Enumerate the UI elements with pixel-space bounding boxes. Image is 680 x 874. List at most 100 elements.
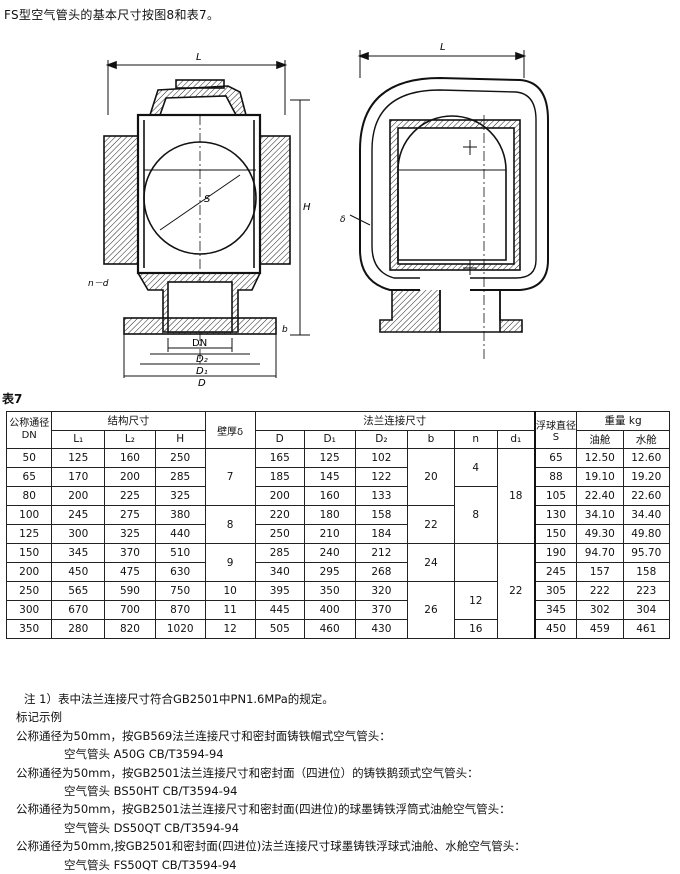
table-row: 125 300 325 440 250 210 184 150 49.30 49… xyxy=(5,524,671,544)
col-L2: L₂ xyxy=(104,429,156,449)
cell-water: 461 xyxy=(622,619,671,639)
cell-oil: 34.10 xyxy=(576,505,624,525)
cell-wall: 9 xyxy=(204,543,256,582)
label-n-d: n－d xyxy=(88,279,109,289)
col-L1: L₁ xyxy=(51,429,106,449)
cell-L1: 345 xyxy=(51,543,106,563)
cell-D: 165 xyxy=(254,448,305,468)
note-line: 空气管头 BS50HT CB/T3594-94 xyxy=(64,784,238,799)
section-heading: FS型空气管头的基本尺寸按图8和表7。 xyxy=(4,8,220,22)
cell-L1: 200 xyxy=(51,486,106,506)
cell-D1: 145 xyxy=(303,467,356,487)
cell-b: 22 xyxy=(407,505,455,544)
cell-oil: 12.50 xyxy=(576,448,624,468)
cell-oil: 302 xyxy=(576,600,624,620)
label-D2: D₂ xyxy=(196,354,208,365)
cell-dn: 250 xyxy=(5,581,53,601)
col-struct: 结构尺寸 xyxy=(51,411,206,431)
cell-D1: 460 xyxy=(303,619,356,639)
cell-D: 220 xyxy=(254,505,305,525)
col-D2: D₂ xyxy=(354,429,409,449)
label-D: D xyxy=(198,378,206,389)
note-line: 公称通径为50mm,按GB2501和密封面(四进位)法兰连接尺寸球墨铸铁浮球式油… xyxy=(16,839,526,854)
cell-H: 440 xyxy=(154,524,206,544)
cell-oil: 49.30 xyxy=(576,524,624,544)
cell-dn: 150 xyxy=(5,543,53,563)
col-dn: 公称通径DN xyxy=(5,411,53,449)
table-row: 250 565 590 750 10 395 350 320 26 12 305… xyxy=(5,581,671,639)
cell-L2: 590 xyxy=(104,581,156,601)
cell-n: 16 xyxy=(453,619,498,639)
cell-L1: 280 xyxy=(51,619,106,639)
cell-dn: 80 xyxy=(5,486,53,506)
cell-b: 20 xyxy=(407,448,455,506)
cell-dn: 65 xyxy=(5,467,53,487)
cell-D2: 158 xyxy=(354,505,409,525)
cell-L2: 160 xyxy=(104,448,156,468)
cell-n: 4 xyxy=(453,448,498,487)
label-DN: DN xyxy=(192,338,207,349)
cell-D: 185 xyxy=(254,467,305,487)
col-b: b xyxy=(407,429,455,449)
cell-H: 325 xyxy=(154,486,206,506)
cell-oil: 157 xyxy=(576,562,624,582)
dimension-table: 公称通径DN 结构尺寸 壁厚δ 法兰连接尺寸 浮球直径S 重量 kg L₁ L₂… xyxy=(5,411,671,639)
col-H: H xyxy=(154,429,206,449)
cell-dn: 100 xyxy=(5,505,53,525)
cell-D1: 125 xyxy=(303,448,356,468)
cell-H: 285 xyxy=(154,467,206,487)
cell-oil: 222 xyxy=(576,581,624,601)
cell-D2: 370 xyxy=(354,600,409,620)
note-line: 空气管头 DS50QT CB/T3594-94 xyxy=(64,820,240,835)
cell-wall: 11 xyxy=(204,600,256,620)
cell-H: 380 xyxy=(154,505,206,525)
table-row: 300 670 700 870 11 445 400 370 345 302 3… xyxy=(5,600,671,620)
note-line: 公称通径为50mm，按GB2501法兰连接尺寸和密封面（四进位）的铸铁鹅颈式空气… xyxy=(16,765,479,780)
cell-oil: 19.10 xyxy=(576,467,624,487)
cell-D: 250 xyxy=(254,524,305,544)
cell-H: 750 xyxy=(154,581,206,601)
cell-D1: 400 xyxy=(303,600,356,620)
cell-H: 510 xyxy=(154,543,206,563)
cell-L1: 565 xyxy=(51,581,106,601)
cell-S: 190 xyxy=(533,543,578,563)
cell-L1: 125 xyxy=(51,448,106,468)
cell-L2: 700 xyxy=(104,600,156,620)
cell-D2: 212 xyxy=(354,543,409,563)
cell-wall: 12 xyxy=(204,619,256,639)
table-row: 80 200 225 325 200 160 133 8 105 22.40 2… xyxy=(5,486,671,544)
cell-L2: 325 xyxy=(104,524,156,544)
col-float: 浮球直径S xyxy=(533,411,578,449)
note-line: 标记示例 xyxy=(16,710,62,725)
cell-L1: 245 xyxy=(51,505,106,525)
table-row: 50 125 160 250 7 165 125 102 20 4 18 65 … xyxy=(5,448,671,544)
label-S: S xyxy=(204,194,211,205)
cell-b: 26 xyxy=(407,581,455,639)
cell-D1: 295 xyxy=(303,562,356,582)
table-row: 100 245 275 380 8 220 180 158 22 130 34.… xyxy=(5,505,671,544)
cell-S: 88 xyxy=(533,467,578,487)
label-b: b xyxy=(282,325,288,335)
cell-D2: 268 xyxy=(354,562,409,582)
cell-water: 19.20 xyxy=(622,467,671,487)
col-n: n xyxy=(453,429,498,449)
table-row: 200 450 475 630 340 295 268 245 157 158 xyxy=(5,562,671,582)
cell-water: 223 xyxy=(622,581,671,601)
table-row: 150 345 370 510 9 285 240 212 24 22 190 … xyxy=(5,543,671,639)
cell-dn: 50 xyxy=(5,448,53,468)
cell-L1: 450 xyxy=(51,562,106,582)
note-line: 空气管头 FS50QT CB/T3594-94 xyxy=(64,857,237,872)
col-weight: 重量 kg xyxy=(576,411,670,431)
cell-H: 1020 xyxy=(154,619,206,639)
cell-oil: 459 xyxy=(576,619,624,639)
cell-L2: 820 xyxy=(104,619,156,639)
cell-L1: 670 xyxy=(51,600,106,620)
cell-dn: 300 xyxy=(5,600,53,620)
label-delta: δ xyxy=(340,215,346,225)
cell-dn: 350 xyxy=(5,619,53,639)
cell-water: 34.40 xyxy=(622,505,671,525)
side-section-view xyxy=(349,50,549,360)
cell-water: 49.80 xyxy=(622,524,671,544)
cell-D2: 133 xyxy=(354,486,409,506)
cell-S: 105 xyxy=(533,486,578,506)
